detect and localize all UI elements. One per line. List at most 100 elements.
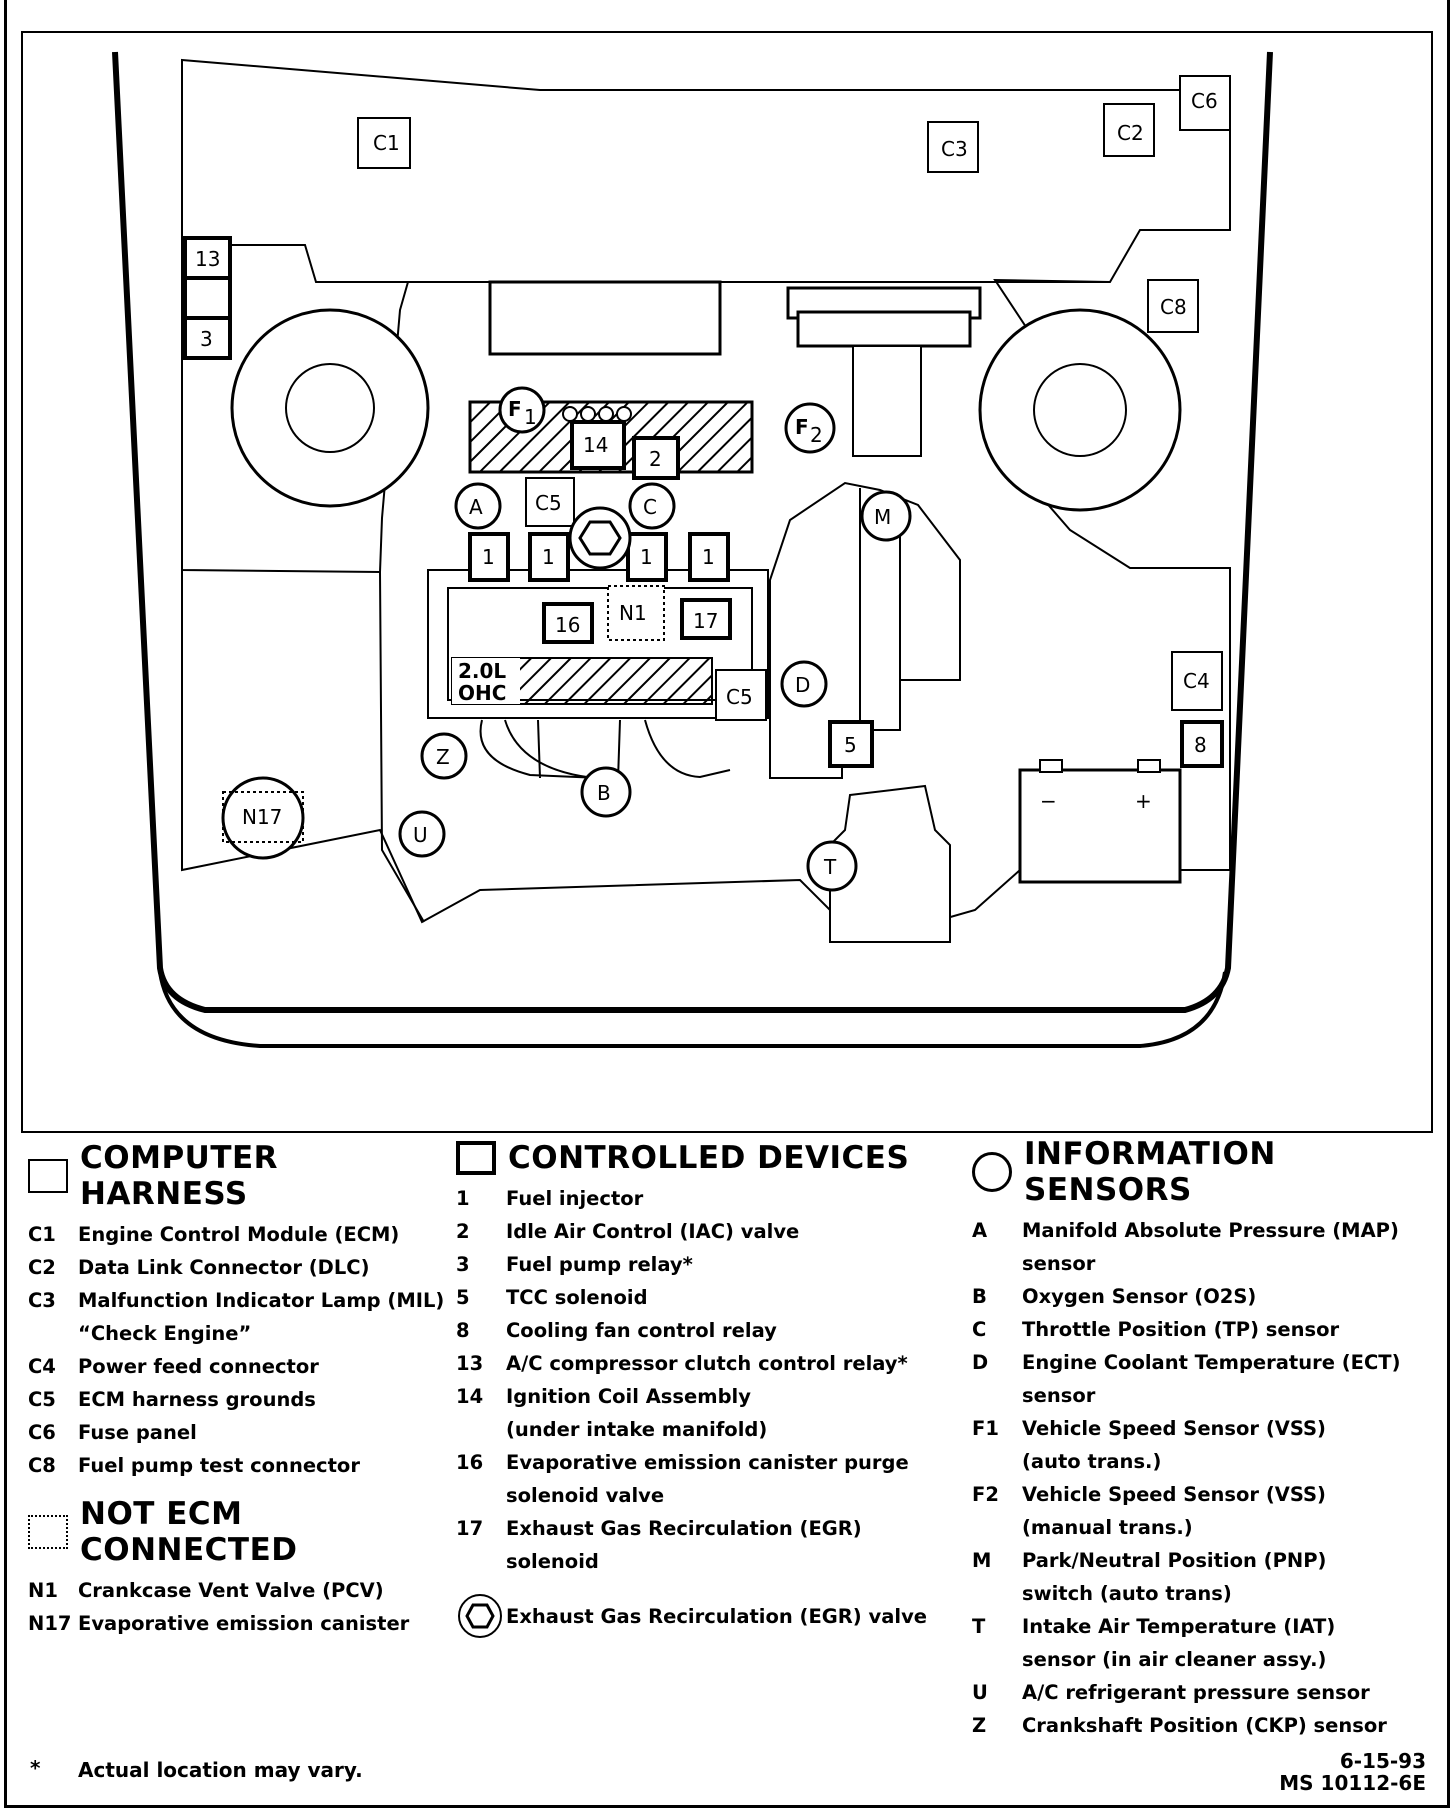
ignition-coil-14: 14 [570, 420, 626, 470]
legend-description: sensor (in air cleaner assy.) [1022, 1648, 1327, 1671]
legend-code: 5 [456, 1286, 470, 1309]
page-frame [4, 0, 1450, 1808]
right-strut-tower [978, 308, 1182, 512]
front-bumper [158, 971, 1227, 1048]
svg-text:1: 1 [542, 545, 555, 569]
legend-code: C5 [28, 1388, 56, 1411]
legend-description: Fuel pump test connector [78, 1454, 360, 1477]
harness-connector-c5-upper: C5 [525, 477, 575, 527]
svg-text:Z: Z [436, 745, 450, 769]
legend-row: D Engine Coolant Temperature (ECT) [972, 1346, 1442, 1379]
svg-text:1: 1 [702, 545, 715, 569]
evap-canister-n17: N17 [221, 776, 305, 860]
footer-doc-id: 6-15-93 MS 10112-6E [1279, 1750, 1426, 1794]
legend-description: Evaporative emission canister [78, 1612, 410, 1635]
legend-row: (auto trans.) [972, 1445, 1442, 1478]
harness-connector-c3: C3 [927, 121, 979, 173]
legend-code: 13 [456, 1352, 484, 1375]
legend-code: C6 [28, 1421, 56, 1444]
engine-component-diagram: − + C1 C3 C2 C6 C8 C4 C5 C5 13 3 [21, 31, 1433, 1133]
legend-code: F1 [972, 1417, 999, 1440]
legend-description: Evaporative emission canister purge [506, 1451, 909, 1474]
svg-text:13: 13 [195, 247, 220, 271]
legend-description: TCC solenoid [506, 1286, 648, 1309]
battery-minus-label: − [1040, 789, 1057, 813]
legend-code: N1 [28, 1579, 58, 1602]
legend-code [972, 1511, 1022, 1544]
engine-compartment [181, 58, 1231, 924]
legend-description: Malfunction Indicator Lamp (MIL) [78, 1289, 445, 1312]
sensor-b: B [580, 766, 632, 818]
legend-description: Manifold Absolute Pressure (MAP) [1022, 1219, 1399, 1242]
sensor-c: C [628, 482, 676, 530]
legend-row: B Oxygen Sensor (O2S) [972, 1280, 1442, 1313]
engine-type-label: OHC [458, 681, 506, 705]
harness-connector-c8: C8 [1147, 279, 1199, 333]
legend-description: Throttle Position (TP) sensor [1022, 1318, 1340, 1341]
legend-code: D [972, 1351, 989, 1374]
harness-connector-c4: C4 [1171, 651, 1223, 711]
legend-code: C3 [28, 1289, 56, 1312]
legend-description: A/C refrigerant pressure sensor [1022, 1681, 1370, 1704]
legend-description: ECM harness grounds [78, 1388, 316, 1411]
legend-description: Idle Air Control (IAC) valve [506, 1220, 800, 1243]
legend-code: 17 [456, 1517, 484, 1540]
svg-text:5: 5 [844, 733, 857, 757]
sensor-m: M [860, 490, 912, 542]
svg-text:C8: C8 [1160, 295, 1187, 319]
legend-code: T [972, 1615, 986, 1638]
relay-3: 3 [183, 316, 232, 360]
diagram-border [21, 31, 1433, 1133]
left-strut-tower [230, 308, 430, 508]
air-cleaner [829, 784, 951, 943]
legend-code: M [972, 1549, 992, 1572]
legend-code: A [972, 1219, 988, 1242]
svg-text:C2: C2 [1117, 121, 1144, 145]
svg-text:C6: C6 [1191, 89, 1218, 113]
svg-text:1: 1 [524, 405, 537, 429]
legend-description: Intake Air Temperature (IAT) [1022, 1615, 1336, 1638]
svg-text:F: F [795, 415, 809, 439]
legend-title-controlled-devices: CONTROLLED DEVICES [508, 1140, 910, 1176]
sensor-f1: F 1 [498, 386, 546, 434]
svg-text:C1: C1 [373, 131, 400, 155]
legend-row: C5 ECM harness grounds [28, 1383, 448, 1416]
legend-code [972, 1577, 1022, 1610]
legend-description: Power feed connector [78, 1355, 319, 1378]
legend-description: (manual trans.) [1022, 1516, 1193, 1539]
legend-code [972, 1247, 1022, 1280]
legend-description: (under intake manifold) [506, 1418, 768, 1441]
svg-text:2: 2 [810, 423, 823, 447]
legend-code [28, 1317, 78, 1350]
legend-description: Data Link Connector (DLC) [78, 1256, 370, 1279]
fuel-injector-1b: 1 [528, 532, 570, 582]
legend-description: Oxygen Sensor (O2S) [1022, 1285, 1257, 1308]
legend-description: Engine Coolant Temperature (ECT) [1022, 1351, 1401, 1374]
legend-code: B [972, 1285, 987, 1308]
legend-description: Exhaust Gas Recirculation (EGR) solenoid [506, 1517, 862, 1573]
svg-text:1: 1 [640, 545, 653, 569]
legend-row: solenoid valve [456, 1479, 956, 1512]
sensor-u: U [398, 810, 446, 858]
legend-row: sensor [972, 1247, 1442, 1280]
tcc-solenoid-5: 5 [828, 720, 874, 768]
battery [1018, 768, 1182, 884]
legend-code: C [972, 1318, 987, 1341]
svg-text:D: D [795, 673, 810, 697]
legend-row: C3 Malfunction Indicator Lamp (MIL) [28, 1284, 448, 1317]
sensor-a: A [454, 482, 502, 530]
svg-text:M: M [874, 505, 891, 529]
legend-code: 8 [456, 1319, 470, 1342]
